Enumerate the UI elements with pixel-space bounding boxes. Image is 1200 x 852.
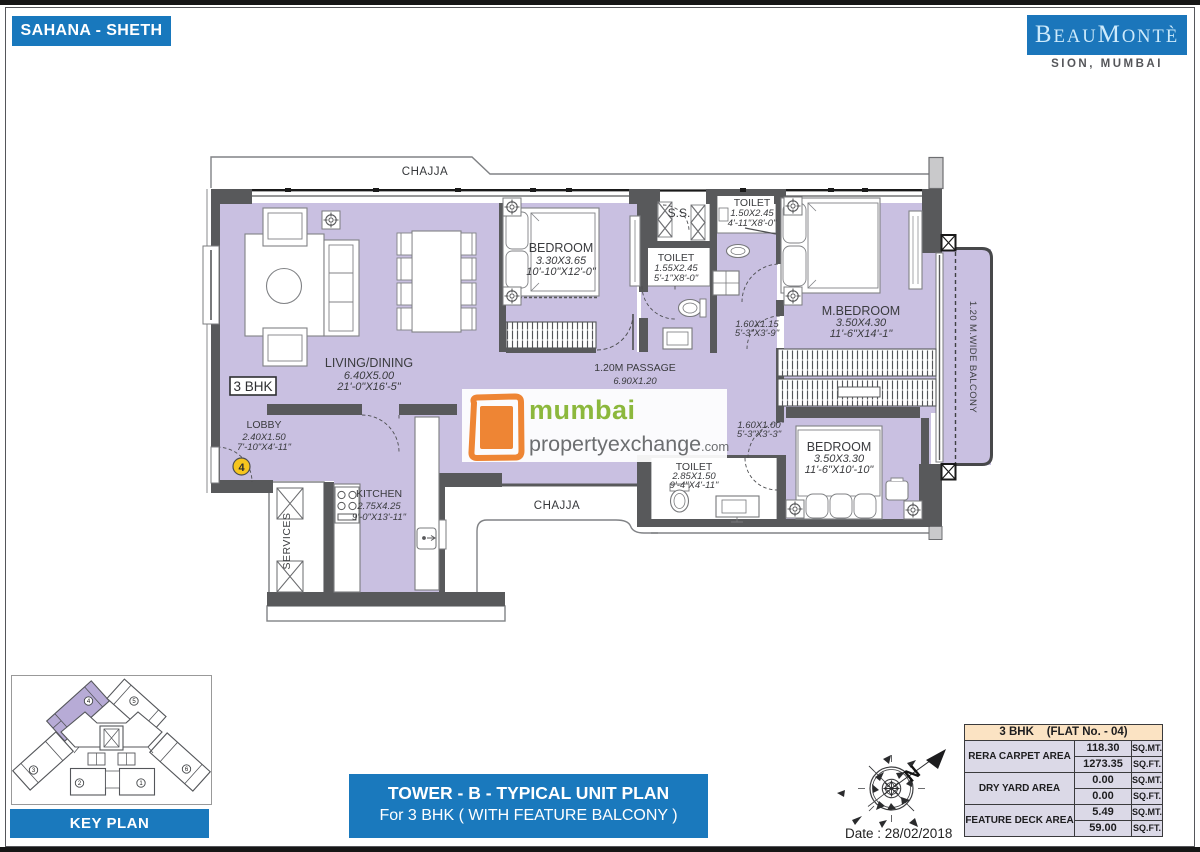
svg-text:3: 3 [32,768,36,774]
svg-text:2: 2 [78,781,82,787]
svg-text:.com: .com [701,439,729,454]
svg-text:LOBBY: LOBBY [246,419,281,431]
svg-text:3.30X3.65: 3.30X3.65 [536,255,587,267]
svg-text:9'-4"X4'-11": 9'-4"X4'-11" [670,480,719,491]
svg-text:2.85X1.50: 2.85X1.50 [671,471,716,482]
svg-text:5'-3"X3'-3": 5'-3"X3'-3" [737,429,782,440]
svg-text:5'-1"X8'-0": 5'-1"X8'-0" [654,273,699,284]
svg-text:1.50X2.45: 1.50X2.45 [730,208,774,219]
svg-text:6.40X5.00: 6.40X5.00 [344,370,395,382]
svg-text:M.BEDROOM: M.BEDROOM [822,304,900,318]
svg-text:S.S.: S.S. [668,206,691,220]
svg-text:2.40X1.50: 2.40X1.50 [241,432,286,443]
svg-text:1: 1 [139,781,143,787]
svg-text:3.50X4.30: 3.50X4.30 [836,317,887,329]
svg-text:CHAJJA: CHAJJA [402,166,448,178]
svg-text:5: 5 [132,699,136,705]
svg-text:11'-6"X14'-1": 11'-6"X14'-1" [830,328,894,340]
svg-text:BEDROOM: BEDROOM [529,241,594,255]
svg-text:mumbai: mumbai [529,395,636,425]
svg-text:4: 4 [238,462,245,474]
svg-text:1.55X2.45: 1.55X2.45 [654,263,698,274]
svg-text:N: N [901,762,925,787]
svg-text:LIVING/DINING: LIVING/DINING [325,356,413,370]
svg-text:10'-10"X12'-0": 10'-10"X12'-0" [526,266,597,278]
svg-text:6: 6 [185,767,189,773]
svg-text:11'-6"X10'-10": 11'-6"X10'-10" [805,464,875,476]
svg-text:TOILET: TOILET [734,197,771,209]
svg-text:3 BHK: 3 BHK [233,379,272,394]
svg-text:TOILET: TOILET [658,252,695,264]
svg-text:4'-11"X8'-0": 4'-11"X8'-0" [728,218,777,229]
svg-text:BEDROOM: BEDROOM [807,440,872,454]
svg-text:KITCHEN: KITCHEN [356,488,402,500]
svg-text:propertyexchange: propertyexchange [529,432,701,456]
svg-text:5'-3"X3'-9": 5'-3"X3'-9" [735,328,780,339]
svg-text:1.20M PASSAGE: 1.20M PASSAGE [594,362,676,374]
svg-text:4: 4 [87,699,91,705]
svg-text:7'-10"X4'-11": 7'-10"X4'-11" [237,442,292,453]
svg-text:6.90X1.20: 6.90X1.20 [613,376,657,387]
svg-text:SERVICES: SERVICES [281,513,293,570]
svg-text:1.60X1.00: 1.60X1.00 [737,420,781,431]
svg-text:CHAJJA: CHAJJA [534,500,580,512]
svg-text:21'-0"X16'-5": 21'-0"X16'-5" [336,381,401,393]
svg-text:TOILET: TOILET [676,461,713,473]
svg-text:9'-0"X13'-11": 9'-0"X13'-11" [352,512,407,523]
svg-text:2.75X4.25: 2.75X4.25 [356,501,401,512]
svg-text:1.20 M.WIDE BALCONY: 1.20 M.WIDE BALCONY [967,301,978,413]
svg-text:3.50X3.30: 3.50X3.30 [814,453,865,465]
svg-text:1.60X1.15: 1.60X1.15 [735,319,779,330]
